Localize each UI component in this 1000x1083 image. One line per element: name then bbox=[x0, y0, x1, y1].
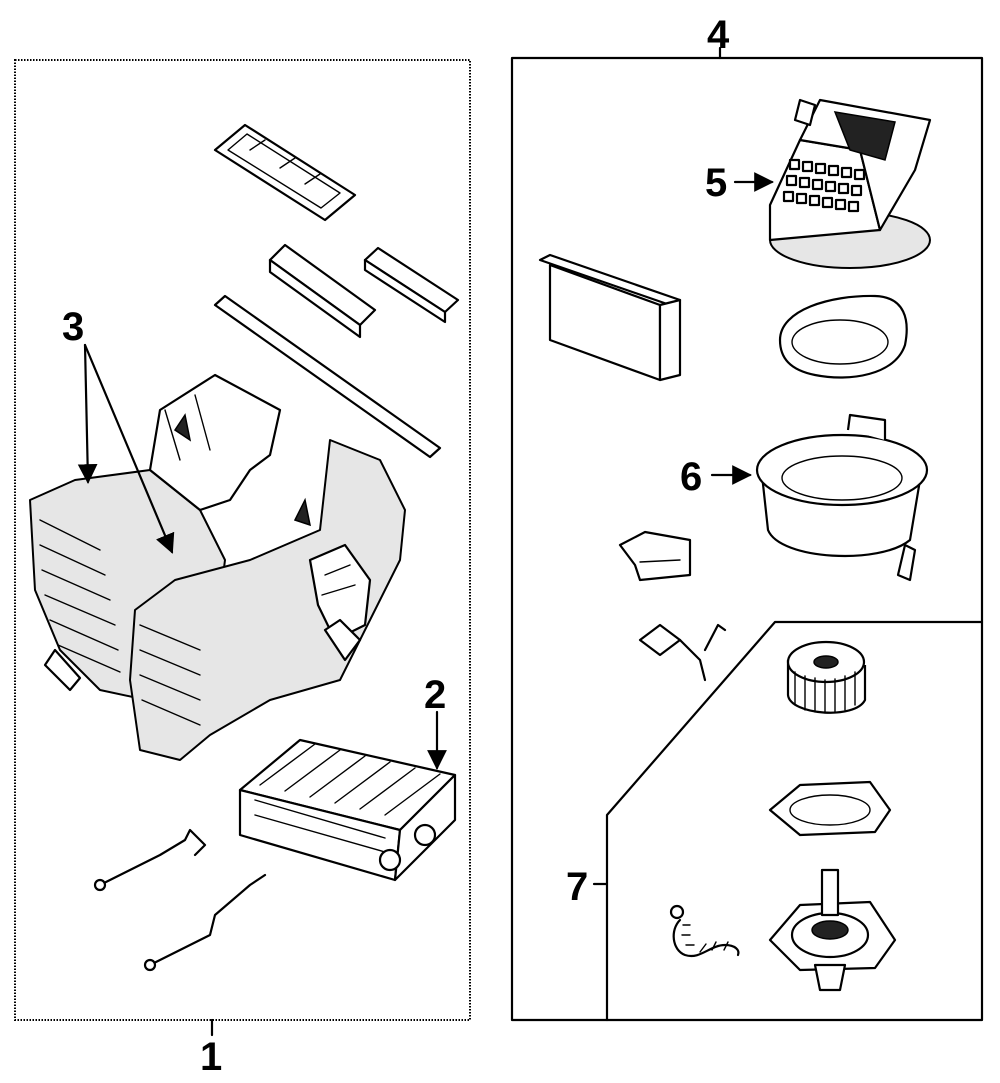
motor-gasket bbox=[768, 780, 892, 837]
blower-fan-wheel bbox=[786, 640, 867, 714]
callout-4: 4 bbox=[707, 13, 730, 57]
vent-grille-part bbox=[213, 123, 357, 222]
callout-2: 2 bbox=[424, 673, 446, 717]
blower-motor bbox=[768, 868, 897, 992]
callout-6: 6 bbox=[680, 455, 702, 499]
blower-case-bowl bbox=[755, 413, 929, 582]
heater-tubes bbox=[93, 828, 267, 972]
blower-housing-upper bbox=[768, 98, 932, 269]
bracket-clip bbox=[618, 530, 692, 582]
resistor-connector bbox=[638, 623, 727, 682]
cabin-filter bbox=[538, 253, 682, 382]
heater-assembly-frame bbox=[14, 59, 471, 1021]
callout-5: 5 bbox=[705, 161, 727, 205]
seal-strips bbox=[213, 243, 460, 459]
callout-3-leader-a bbox=[77, 343, 98, 484]
callout-7: 7 bbox=[566, 865, 588, 909]
motor-subassembly-frame bbox=[605, 620, 984, 1022]
grille-squares bbox=[782, 158, 866, 213]
heater-core bbox=[238, 738, 457, 882]
blower-assembly-frame bbox=[510, 56, 984, 1022]
heater-case bbox=[29, 373, 406, 761]
callout-3: 3 bbox=[62, 305, 84, 349]
wiring-harness bbox=[669, 904, 740, 958]
gasket-ring bbox=[778, 294, 908, 379]
callout-3-leader-b bbox=[83, 343, 175, 554]
callout-1: 1 bbox=[200, 1035, 222, 1079]
